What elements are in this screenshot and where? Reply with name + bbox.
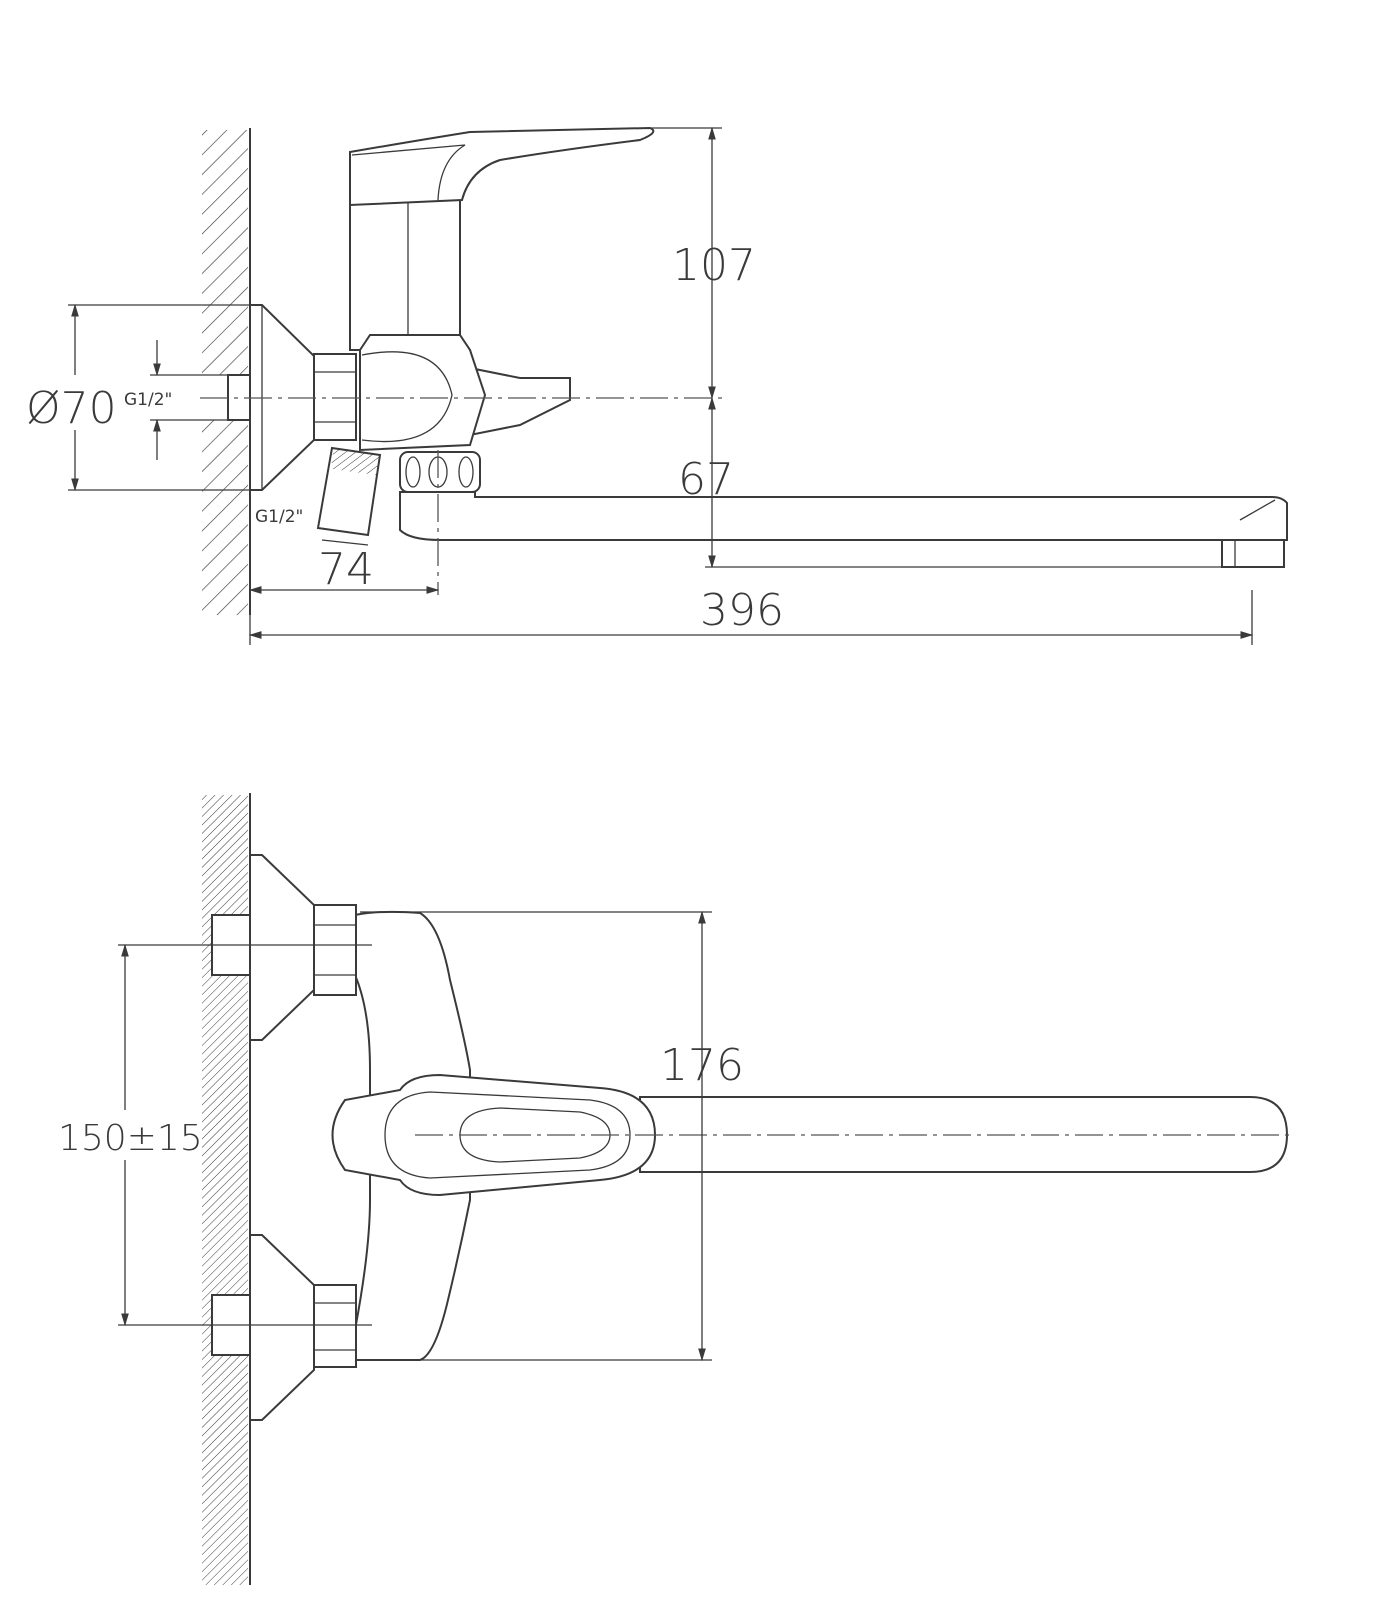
wall-hatch	[202, 793, 251, 1585]
side-view: 107 Ø70 G1/2" G1/2" 67 74 396	[26, 126, 1288, 645]
lever-handle	[349, 126, 655, 207]
outlet-thread-label: G1/2"	[255, 507, 303, 527]
valve-body	[359, 334, 487, 452]
spout	[399, 491, 1288, 541]
dim-inlet-spacing: 150±15	[58, 1118, 203, 1159]
dim-107: 107	[672, 240, 756, 291]
wall-hatch	[202, 128, 251, 615]
dim-flange-diameter: Ø70	[26, 383, 117, 434]
hex-nut-bottom	[313, 1284, 357, 1368]
spout-collar	[399, 451, 481, 493]
dim-67: 67	[678, 454, 734, 505]
body-cylinder	[349, 199, 461, 351]
dim-176: 176	[660, 1040, 744, 1091]
hex-nut	[313, 353, 357, 441]
aerator	[1221, 539, 1285, 568]
dim-74: 74	[318, 544, 374, 595]
flange-bottom	[249, 1234, 315, 1421]
hex-nut-top	[313, 904, 357, 996]
shower-outlet	[316, 446, 382, 537]
dim-396: 396	[700, 585, 784, 636]
front-view: 176 150±15	[58, 793, 1292, 1585]
inlet-thread-label: G1/2"	[124, 390, 172, 410]
flange-top	[249, 854, 315, 1041]
